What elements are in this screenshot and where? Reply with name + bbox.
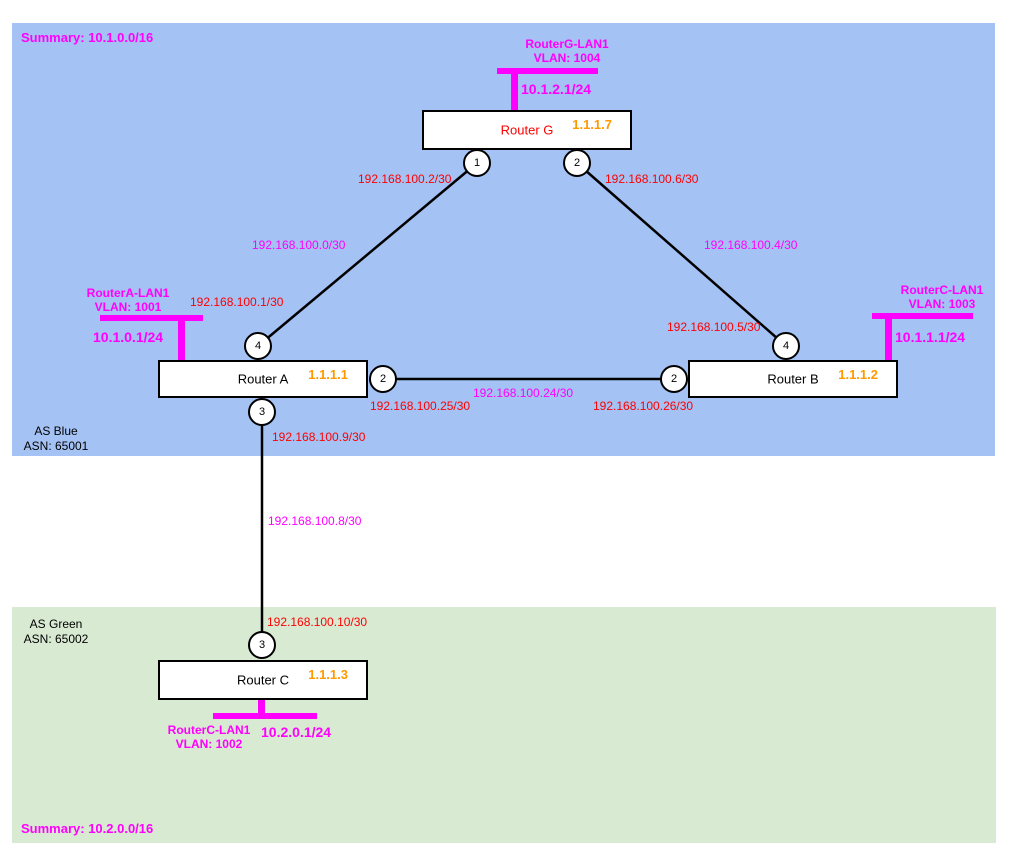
routerc-lan-name: RouterC-LAN1 [167, 723, 251, 737]
router-a-node: Router A 1.1.1.1 [158, 360, 368, 398]
routerc-lan-ip: 10.2.0.1/24 [261, 724, 332, 740]
port-routerg-2: 2 [563, 149, 591, 177]
routera-port2-ip-label: 192.168.100.25/30 [370, 399, 471, 413]
router-c-name: Router C [236, 672, 290, 688]
as-green-asn: ASN: 65002 [23, 632, 89, 646]
router-c-node: Router C 1.1.1.3 [158, 660, 368, 700]
routera-lan-ip: 10.1.0.1/24 [93, 329, 164, 345]
port-routera-2: 2 [369, 365, 397, 393]
routera-lan-label: RouterA-LAN1 VLAN: 1001 [58, 286, 198, 314]
port-routerb-2: 2 [660, 365, 688, 393]
routerg-lan-name: RouterG-LAN1 [525, 37, 609, 51]
as-green-label: AS Green ASN: 65002 [18, 617, 94, 647]
router-g-node: Router G 1.1.1.7 [422, 110, 632, 150]
routerg-lan-vlan: VLAN: 1004 [533, 51, 601, 65]
port-routera-4: 4 [244, 332, 272, 360]
router-g-id: 1.1.1.7 [572, 117, 612, 132]
routerc-lan-label: RouterC-LAN1 VLAN: 1002 [139, 723, 279, 751]
link-routerg-routera [257, 162, 478, 347]
routerc-port3-ip-label: 192.168.100.10/30 [267, 615, 368, 629]
link-gb-subnet-label: 192.168.100.4/30 [704, 238, 798, 252]
port-routera-3: 3 [248, 398, 276, 426]
router-c-id: 1.1.1.3 [308, 667, 348, 682]
router-b-id: 1.1.1.2 [838, 367, 878, 382]
routerb-port4-ip-label: 192.168.100.5/30 [667, 320, 761, 334]
routerb-lan-stub [885, 317, 892, 360]
as-green-summary: Summary: 10.2.0.0/16 [21, 821, 154, 836]
routerb-lan-vlan: VLAN: 1003 [908, 297, 976, 311]
link-routerg-routerb [576, 162, 787, 347]
routera-port3-ip-label: 192.168.100.9/30 [272, 430, 366, 444]
routerc-lan-segment-bar [213, 713, 317, 719]
as-blue-label: AS Blue ASN: 65001 [18, 424, 94, 454]
port-routerb-4: 4 [772, 332, 800, 360]
routera-lan-segment-bar [100, 315, 203, 321]
router-b-node: Router B 1.1.1.2 [688, 360, 898, 398]
routera-lan-vlan: VLAN: 1001 [94, 300, 162, 314]
as-blue-summary: Summary: 10.1.0.0/16 [21, 30, 154, 45]
routerb-lan-ip: 10.1.1.1/24 [895, 329, 966, 345]
routera-lan-name: RouterA-LAN1 [86, 286, 170, 300]
routerb-lan-segment-bar [872, 313, 973, 319]
routerg-lan-stub [511, 72, 518, 110]
as-green-name: AS Green [29, 617, 83, 631]
router-g-name: Router G [500, 122, 554, 138]
as-green-region [12, 607, 996, 843]
port-routerg-1: 1 [463, 149, 491, 177]
routerg-lan-label: RouterG-LAN1 VLAN: 1004 [497, 37, 637, 65]
link-ac-subnet-label: 192.168.100.8/30 [268, 514, 362, 528]
routera-lan-stub [178, 319, 185, 361]
routerc-lan-stub [258, 698, 265, 716]
router-b-name: Router B [767, 371, 819, 387]
routerg-lan-segment-bar [497, 68, 598, 74]
link-ga-subnet-label: 192.168.100.0/30 [252, 238, 346, 252]
routerg-lan-ip: 10.1.2.1/24 [521, 81, 592, 97]
routerc-lan-vlan: VLAN: 1002 [175, 737, 243, 751]
routerb-port2-ip-label: 192.168.100.26/30 [593, 399, 694, 413]
link-ab-subnet-label: 192.168.100.24/30 [473, 386, 574, 400]
routerb-lan-name: RouterC-LAN1 [900, 283, 984, 297]
port-routerc-3: 3 [248, 631, 276, 659]
routerb-lan-label: RouterC-LAN1 VLAN: 1003 [872, 283, 1012, 311]
router-a-id: 1.1.1.1 [308, 367, 348, 382]
as-blue-asn: ASN: 65001 [23, 439, 89, 453]
as-blue-name: AS Blue [34, 424, 78, 438]
router-a-name: Router A [237, 371, 289, 387]
routerg-port1-ip-label: 192.168.100.2/30 [358, 172, 452, 186]
routera-port4-ip-label: 192.168.100.1/30 [190, 295, 284, 309]
routerg-port2-ip-label: 192.168.100.6/30 [605, 172, 699, 186]
